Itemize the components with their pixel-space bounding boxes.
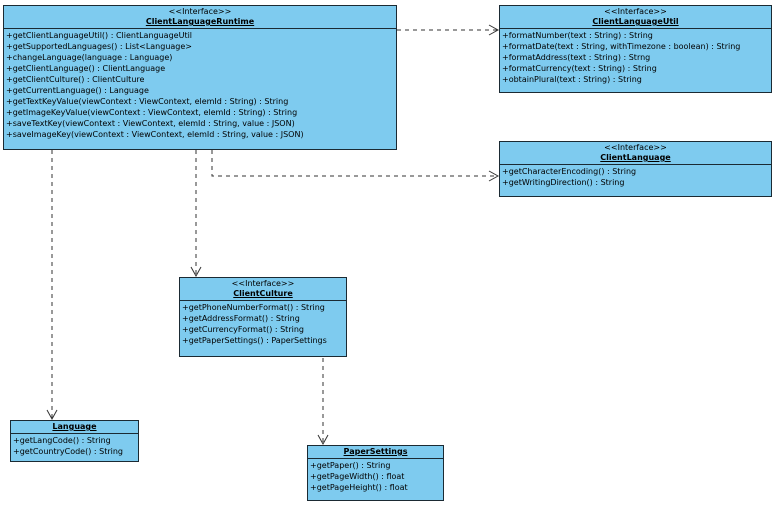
operations-list: +getPhoneNumberFormat() : String +getAdd… [180,301,346,348]
operation: +getSupportedLanguages() : List<Language… [6,42,193,51]
operation: +getAddressFormat() : String [182,314,300,323]
class-header: Language [11,421,138,434]
operation: +getTextKeyValue(viewContext : ViewConte… [6,97,289,106]
operation: +getPageHeight() : float [310,483,408,492]
stereotype-label: <<Interface>> [604,143,667,152]
operation: +getCurrentLanguage() : Language [6,86,149,95]
operation: +saveImageKey(viewContext : ViewContext,… [6,130,304,139]
stereotype-label: <<Interface>> [604,7,667,16]
class-header: <<Interface>> ClientLanguageUtil [500,6,771,29]
class-name: ClientLanguage [600,153,671,162]
operations-list: +getCharacterEncoding() : String +getWri… [500,165,771,190]
operation: +getCountryCode() : String [13,447,123,456]
operations-list: +getLangCode() : String +getCountryCode(… [11,434,138,459]
class-name: ClientCulture [233,289,293,298]
arrowhead-language [46,409,58,421]
class-client-language[interactable]: <<Interface>> ClientLanguage +getCharact… [499,141,772,197]
operation: +getClientLanguageUtil() : ClientLanguag… [6,31,193,40]
arrowhead-client-culture [190,266,202,278]
operation: +formatAddress(text : String) : Strng [502,53,651,62]
class-header: <<Interface>> ClientCulture [180,278,346,301]
class-client-language-runtime[interactable]: <<Interface>> ClientLanguageRuntime +get… [3,5,397,150]
class-name: PaperSettings [343,447,408,456]
operation: +formatDate(text : String, withTimezone … [502,42,741,51]
stereotype-label: <<Interface>> [231,279,295,288]
class-paper-settings[interactable]: PaperSettings +getPaper() : String +getP… [307,445,444,501]
class-name: Language [52,422,97,431]
class-header: PaperSettings [308,446,443,459]
operation: +getPhoneNumberFormat() : String [182,303,325,312]
class-header: <<Interface>> ClientLanguageRuntime [4,6,396,29]
class-language[interactable]: Language +getLangCode() : String +getCou… [10,420,139,462]
operations-list: +getClientLanguageUtil() : ClientLanguag… [4,29,396,142]
stereotype-label: <<Interface>> [168,7,232,16]
arrowhead-client-language [488,170,500,182]
operation: +formatNumber(text : String) : String [502,31,653,40]
operation: +getClientLanguage() : ClientLanguage [6,64,166,73]
operation: +formatCurrency(text : String) : String [502,64,657,73]
operation: +getLangCode() : String [13,436,111,445]
class-name: ClientLanguageRuntime [145,17,255,26]
class-name: ClientLanguageUtil [592,17,679,26]
operation: +obtainPlural(text : String) : String [502,75,642,84]
operation: +getImageKeyValue(viewContext : ViewCont… [6,108,298,117]
class-client-culture[interactable]: <<Interface>> ClientCulture +getPhoneNum… [179,277,347,357]
operation: +getWritingDirection() : String [502,178,625,187]
operation: +getClientCulture() : ClientCulture [6,75,145,84]
class-client-language-util[interactable]: <<Interface>> ClientLanguageUtil +format… [499,5,772,93]
operations-list: +getPaper() : String +getPageWidth() : f… [308,459,443,495]
arrowhead-paper-settings [317,434,329,446]
class-header: <<Interface>> ClientLanguage [500,142,771,165]
operation: +getCurrencyFormat() : String [182,325,304,334]
operation: +changeLanguage(language : Language) [6,53,173,62]
operation: +saveTextKey(viewContext : ViewContext, … [6,119,295,128]
operation: +getPageWidth() : float [310,472,405,481]
operation: +getPaper() : String [310,461,391,470]
dependency-runtime-to-client-language [211,150,497,177]
operation: +getPaperSettings() : PaperSettings [182,336,327,345]
operations-list: +formatNumber(text : String) : String +f… [500,29,771,87]
arrowhead-util [488,24,500,36]
operation: +getCharacterEncoding() : String [502,167,637,176]
